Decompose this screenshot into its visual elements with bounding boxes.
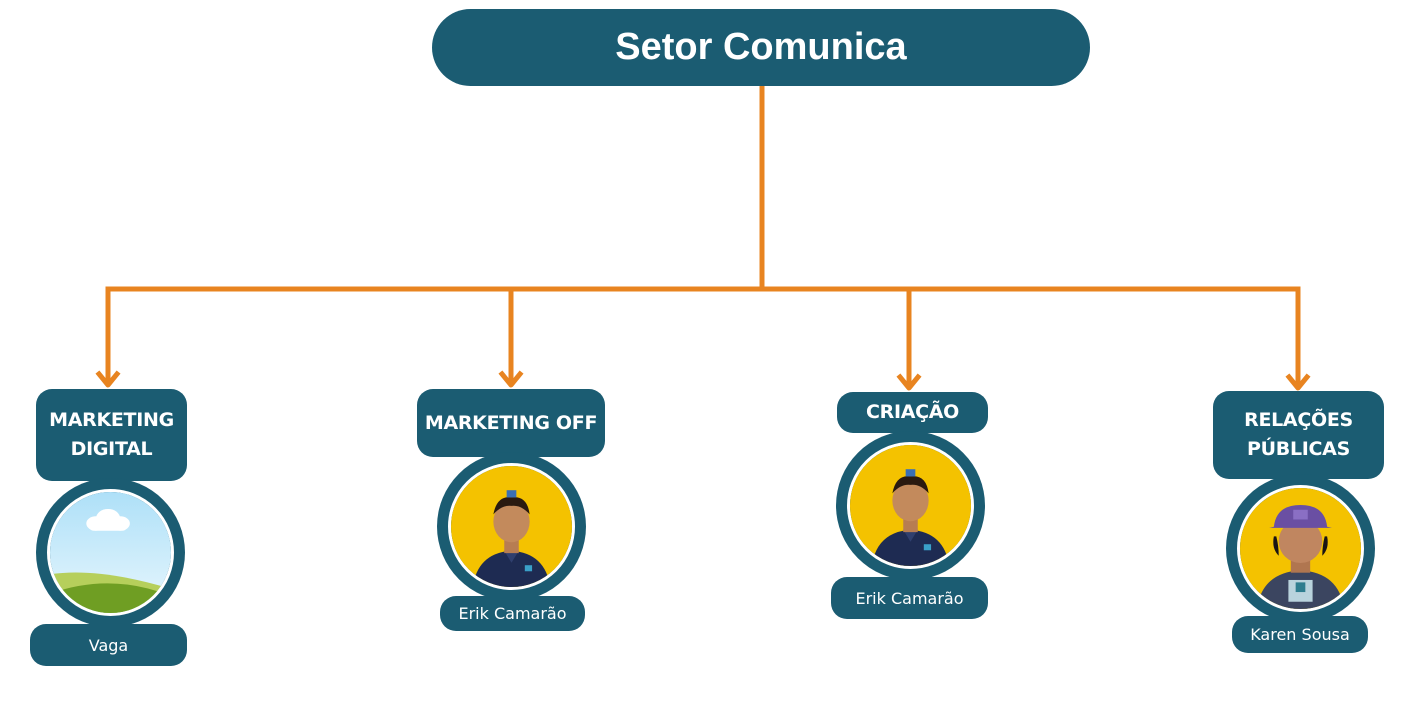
person-name: Vaga (88, 635, 129, 655)
department-title-marketing-digital: MARKETING DIGITAL (36, 389, 187, 481)
person-name-badge-relacoes-publicas: Karen Sousa (1232, 616, 1368, 653)
person-name: Karen Sousa (1250, 625, 1350, 644)
department-title-relacoes-publicas: RELAÇÕES PÚBLICAS (1213, 391, 1384, 479)
department-title-line1: CRIAÇÃO (865, 401, 960, 423)
person-photo-avatar (448, 463, 575, 590)
department-title-line1: RELAÇÕES (1244, 409, 1353, 431)
avatar-ring-marketing-off (437, 452, 586, 601)
person-name-badge-marketing-off: Erik Camarão (440, 596, 585, 631)
avatar-ring-relacoes-publicas (1226, 474, 1375, 623)
person-name-badge-marketing-digital: Vaga (30, 624, 187, 666)
arrowhead-criacao (896, 373, 922, 391)
department-title-line2: DIGITAL (70, 438, 153, 460)
department-title-line1: MARKETING OFF (424, 411, 598, 434)
department-title-line1: MARKETING (49, 409, 174, 431)
person-name: Erik Camarão (855, 588, 964, 608)
root-node-setor-comunica: Setor Comunica (432, 9, 1090, 86)
person-photo-avatar (847, 442, 974, 569)
root-node-label: Setor Comunica (615, 26, 907, 68)
person-name: Erik Camarão (458, 604, 567, 623)
avatar-ring-marketing-digital (36, 478, 185, 627)
department-title-criacao: CRIAÇÃO (837, 392, 988, 433)
person-photo-avatar (1237, 485, 1364, 612)
avatar-ring-criacao (836, 431, 985, 580)
department-title-line2: PÚBLICAS (1247, 438, 1350, 460)
arrowhead-relacoes-publicas (1285, 373, 1311, 391)
arrowhead-marketing-digital (95, 370, 121, 388)
department-title-marketing-off: MARKETING OFF (417, 389, 605, 457)
person-name-badge-criacao: Erik Camarão (831, 577, 988, 619)
placeholder-landscape-icon (47, 489, 174, 616)
arrowhead-marketing-off (498, 370, 524, 388)
